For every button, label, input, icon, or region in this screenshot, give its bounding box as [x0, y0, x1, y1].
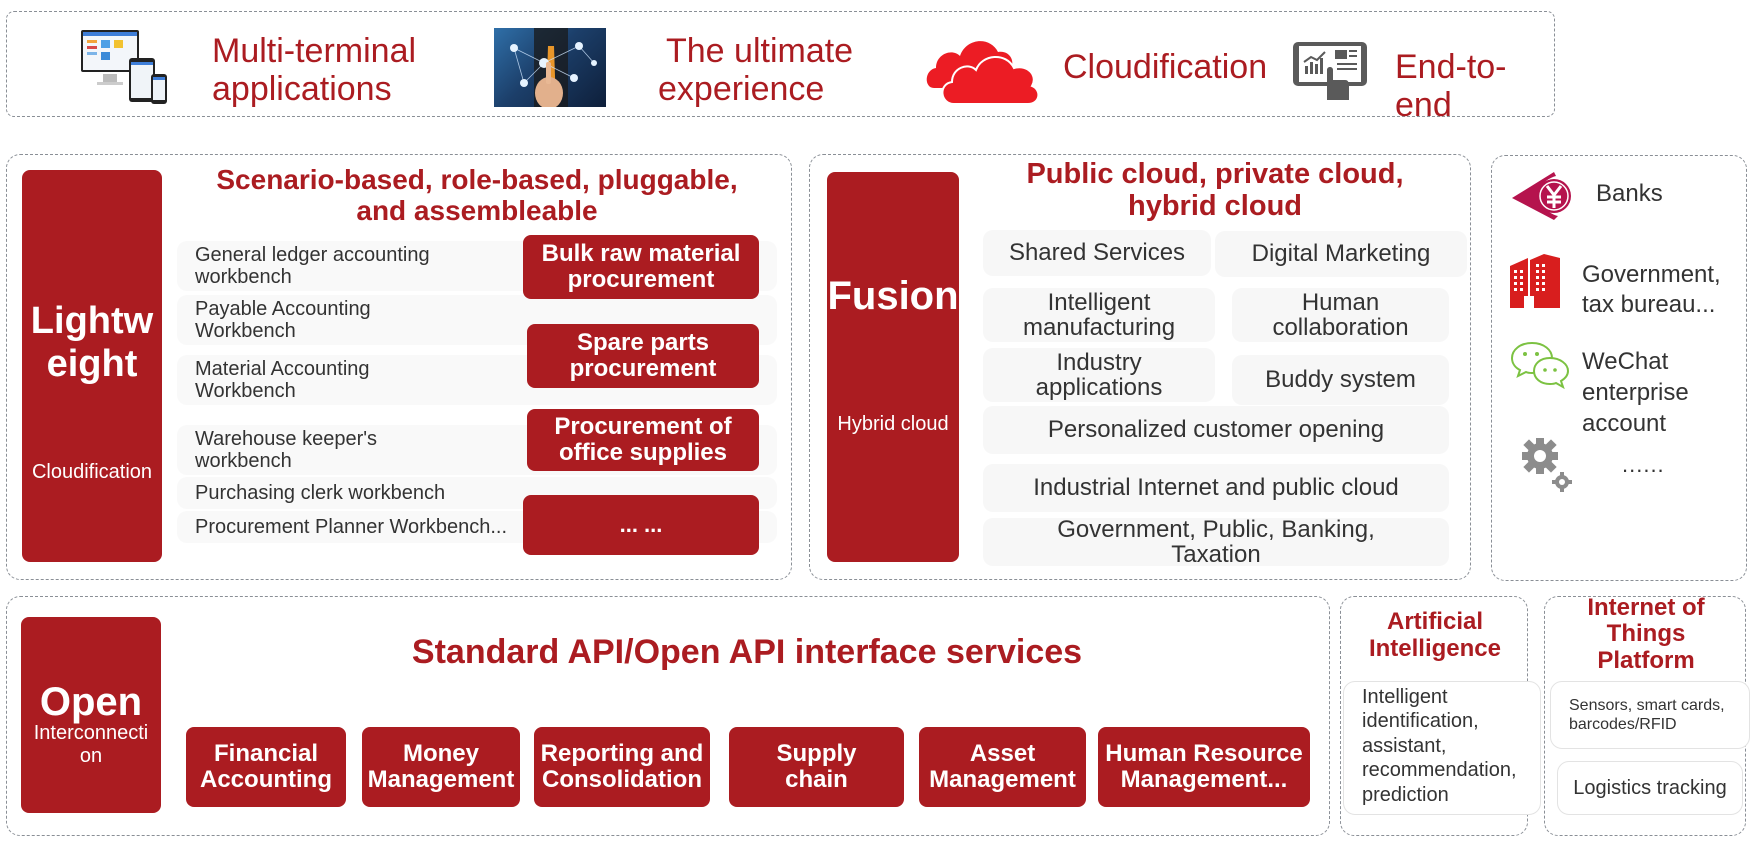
fusion-item-government-banking[interactable]: Government, Public, Banking,Taxation: [983, 517, 1449, 567]
feature-end-to-end: End-to-end: [1395, 48, 1507, 125]
iot-logistics-tracking[interactable]: Logistics tracking: [1557, 761, 1743, 815]
lightweight-subtitle: Cloudification: [31, 461, 153, 484]
touch-network-photo-icon: [494, 28, 606, 107]
integration-government[interactable]: Government, tax bureau...: [1582, 261, 1721, 318]
gears-icon: [1520, 434, 1576, 494]
open-subtitle: Interconnecti on: [33, 722, 149, 767]
ai-heading: Artificial Intelligence: [1368, 608, 1502, 662]
wechat-icon: [1510, 340, 1572, 390]
integration-banks[interactable]: Banks: [1596, 180, 1663, 207]
feature-ultimate-experience: The ultimate experience: [658, 32, 854, 109]
integration-more[interactable]: ......: [1622, 452, 1665, 477]
cloud-icon: [924, 30, 1044, 106]
multi-device-icon: [79, 28, 175, 108]
fusion-item-personalized-customer-opening[interactable]: Personalized customer opening: [983, 406, 1449, 454]
bank-yuan-icon: [1510, 168, 1574, 220]
tablet-touch-icon: [1291, 40, 1369, 102]
integration-wechat[interactable]: WeChat enterprise account: [1582, 348, 1689, 438]
ai-capabilities[interactable]: Intelligent identification, assistant, r…: [1343, 681, 1541, 815]
government-building-icon: [1508, 252, 1564, 308]
lightweight-side-label: Lightw eight Cloudification: [22, 170, 162, 562]
scenario-more[interactable]: ... ...: [523, 495, 759, 555]
iot-heading: Internet of Things Platform: [1587, 594, 1705, 674]
fusion-panel: Fusion Hybrid cloud Public cloud, privat…: [809, 154, 1471, 580]
iot-panel: Internet of Things Platform Sensors, sma…: [1544, 594, 1750, 836]
ai-panel: Artificial Intelligence Intelligent iden…: [1340, 596, 1541, 836]
lightweight-title: Lightw eight: [30, 300, 154, 385]
fusion-heading: Public cloud, private cloud, hybrid clou…: [1026, 158, 1404, 222]
fusion-item-buddy-system[interactable]: Buddy system: [1232, 355, 1449, 405]
fusion-title: Fusion: [827, 274, 959, 318]
feature-cloudification: Cloudification: [1063, 48, 1268, 86]
fusion-item-industrial-internet[interactable]: Industrial Internet and public cloud: [983, 464, 1449, 512]
top-feature-band: Multi-terminal applications The ultimate…: [6, 11, 1555, 124]
fusion-side-label: Fusion Hybrid cloud: [827, 172, 959, 562]
open-heading: Standard API/Open API interface services: [411, 633, 1083, 671]
open-panel: Open Interconnecti on Standard API/Open …: [6, 596, 1330, 836]
integrations-panel: Banks Government, tax bureau... WeChat e…: [1491, 155, 1747, 581]
fusion-item-shared-services[interactable]: Shared Services: [983, 230, 1211, 276]
iot-sensors[interactable]: Sensors, smart cards, barcodes/RFID: [1550, 681, 1750, 749]
open-title: Open: [39, 680, 143, 724]
fusion-item-digital-marketing[interactable]: Digital Marketing: [1215, 231, 1467, 277]
lightweight-heading: Scenario-based, role-based, pluggable, a…: [216, 164, 738, 226]
fusion-subtitle: Hybrid cloud: [837, 413, 949, 435]
lightweight-panel: Lightw eight Cloudification Scenario-bas…: [6, 154, 792, 580]
feature-multi-terminal: Multi-terminal applications: [212, 32, 417, 109]
open-side-label: Open Interconnecti on: [21, 617, 161, 813]
